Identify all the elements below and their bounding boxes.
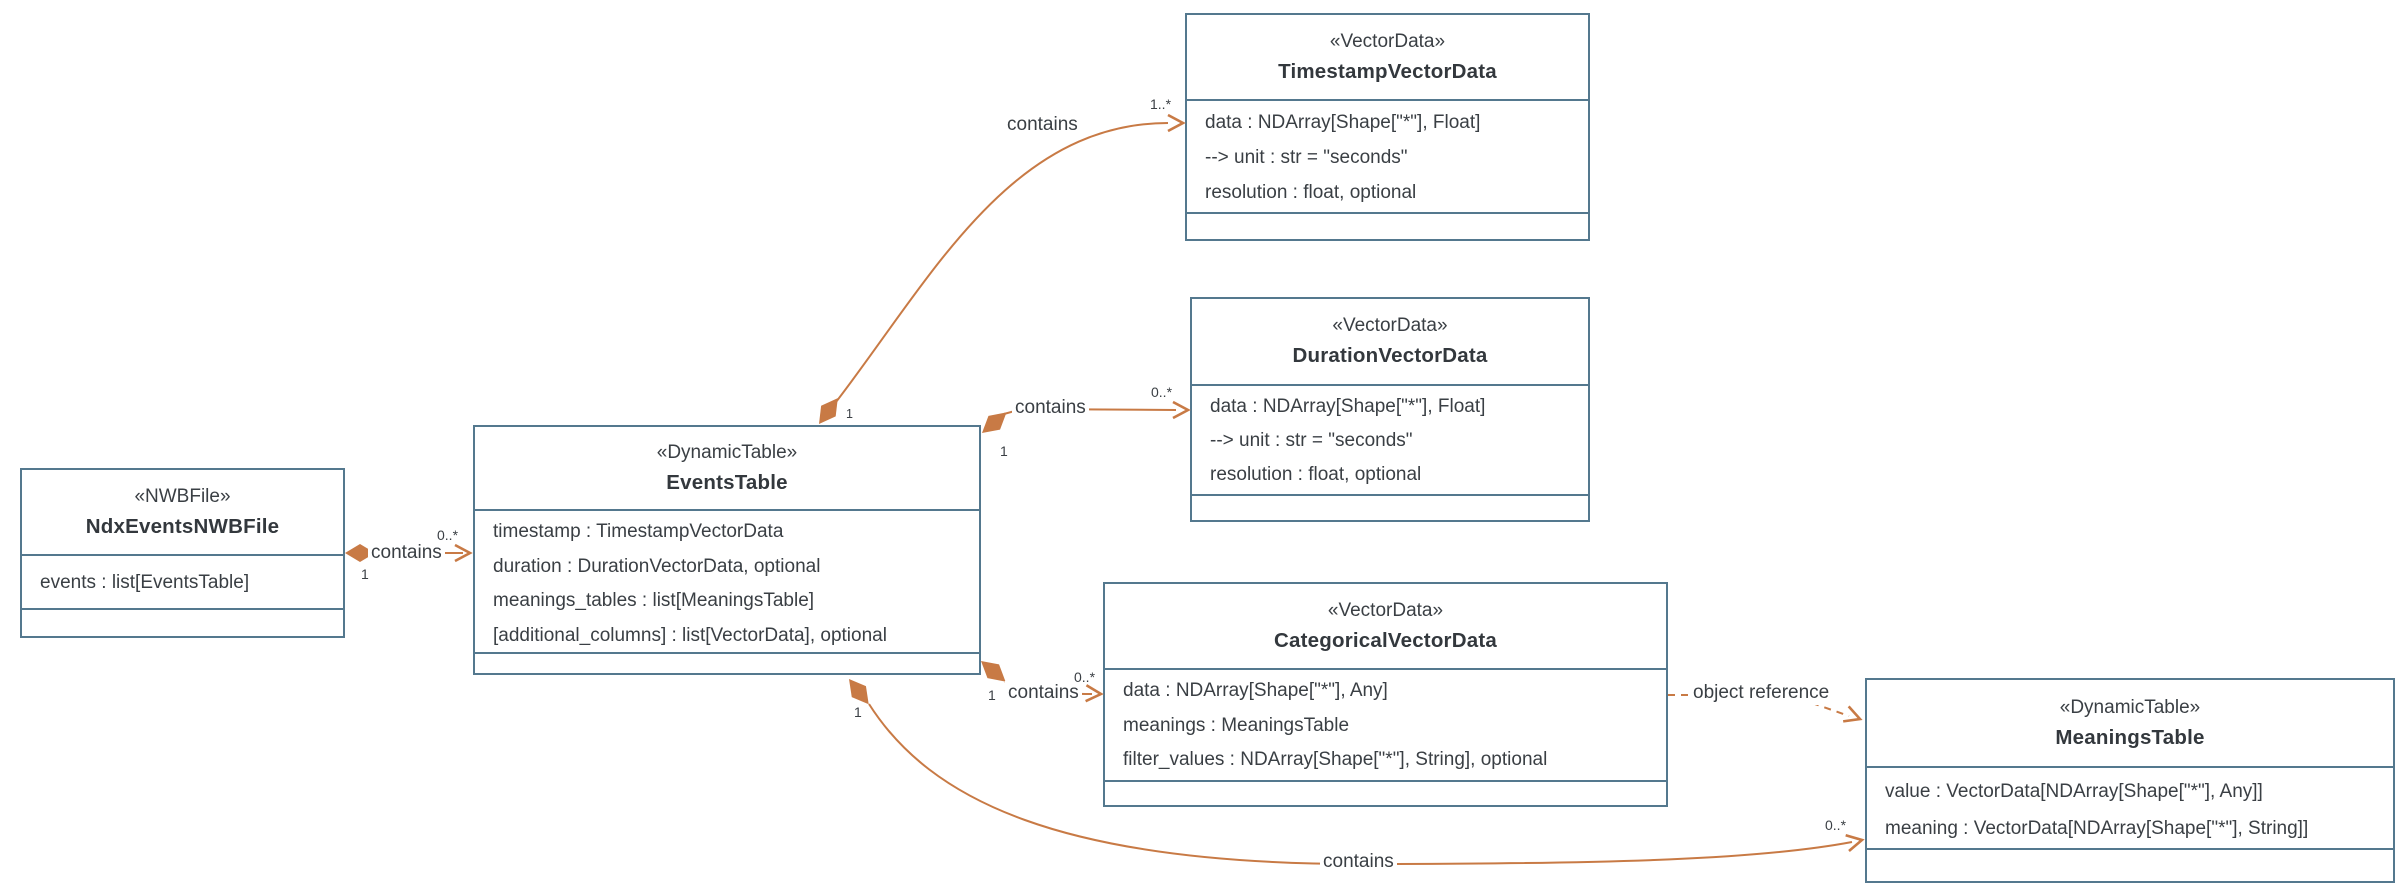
class-timestamp-vector-data: «VectorData» TimestampVectorData data : … <box>1185 13 1590 241</box>
attribute: timestamp : TimestampVectorData <box>493 521 784 542</box>
class-duration-vector-data: «VectorData» DurationVectorData data : N… <box>1190 297 1590 522</box>
arrowhead-icon <box>1172 400 1191 420</box>
attribute: data : NDArray[Shape["*"], Any] <box>1123 680 1388 701</box>
target-multiplicity: 0..* <box>1074 669 1096 685</box>
stereotype: «DynamicTable» <box>2059 696 2201 718</box>
attribute: meanings : MeaningsTable <box>1123 714 1350 736</box>
arrowhead-icon <box>1085 684 1104 703</box>
class-title-compartment: «VectorData» CategoricalVectorData <box>1105 584 1666 670</box>
attribute: --> unit : str = "seconds" <box>1210 430 1413 451</box>
target-multiplicity: 0..* <box>1151 384 1173 400</box>
attribute: duration : DurationVectorData, optional <box>493 555 821 577</box>
edge-label-contains: contains <box>368 541 445 565</box>
source-multiplicity: 1 <box>854 704 862 720</box>
edge-line <box>835 122 1169 403</box>
edge-label-contains: contains <box>1320 850 1397 874</box>
class-categorical-vector-data: «VectorData» CategoricalVectorData data … <box>1103 582 1668 807</box>
class-name: EventsTable <box>666 470 788 494</box>
class-name: MeaningsTable <box>2055 725 2205 749</box>
class-attributes-compartment: events : list[EventsTable] <box>22 556 343 610</box>
source-multiplicity: 1 <box>361 566 369 582</box>
class-events-table: «DynamicTable» EventsTable timestamp : T… <box>473 425 981 675</box>
attribute: [additional_columns] : list[VectorData],… <box>493 624 887 646</box>
class-name: NdxEventsNWBFile <box>85 514 280 538</box>
class-attributes-compartment: data : NDArray[Shape["*"], Any] meanings… <box>1105 670 1666 782</box>
source-multiplicity: 1 <box>1000 443 1008 459</box>
class-empty-compartment <box>1192 496 1588 520</box>
attribute: meanings_tables : list[MeaningsTable] <box>493 590 815 611</box>
class-empty-compartment <box>1867 850 2393 881</box>
source-multiplicity: 1 <box>846 407 853 421</box>
source-multiplicity: 1 <box>988 687 996 703</box>
edge-label-contains: contains <box>1012 396 1089 420</box>
class-name: TimestampVectorData <box>1278 59 1497 83</box>
class-name: DurationVectorData <box>1292 344 1488 367</box>
arrowhead-icon <box>1845 834 1865 852</box>
class-empty-compartment <box>1187 214 1588 239</box>
attribute: --> unit : str = "seconds" <box>1205 147 1408 168</box>
arrowhead-icon <box>1842 705 1863 723</box>
class-meanings-table: «DynamicTable» MeaningsTable value : Vec… <box>1865 678 2395 883</box>
class-empty-compartment <box>475 654 979 673</box>
stereotype: «VectorData» <box>1332 315 1448 336</box>
target-multiplicity: 1..* <box>1150 96 1172 112</box>
attribute: resolution : float, optional <box>1210 464 1422 485</box>
stereotype: «NWBFile» <box>134 485 231 507</box>
edge-label-contains: contains <box>1005 681 1082 705</box>
class-empty-compartment <box>22 610 343 636</box>
class-title-compartment: «NWBFile» NdxEventsNWBFile <box>22 470 343 556</box>
class-attributes-compartment: value : VectorData[NDArray[Shape["*"], A… <box>1867 768 2393 850</box>
attribute: value : VectorData[NDArray[Shape["*"], A… <box>1885 781 2263 802</box>
attribute: resolution : float, optional <box>1205 182 1417 203</box>
edge-events-contains-timestamp <box>819 113 1186 424</box>
class-title-compartment: «VectorData» TimestampVectorData <box>1187 15 1588 101</box>
class-name: CategoricalVectorData <box>1274 628 1497 652</box>
attribute: filter_values : NDArray[Shape["*"], Stri… <box>1123 749 1548 770</box>
class-attributes-compartment: data : NDArray[Shape["*"], Float] --> un… <box>1192 386 1588 496</box>
composition-diamond-icon <box>819 398 838 424</box>
edge-label-contains: contains <box>1004 113 1081 137</box>
class-empty-compartment <box>1105 782 1666 805</box>
arrowhead-icon <box>1167 113 1186 133</box>
attribute: data : NDArray[Shape["*"], Float] <box>1205 112 1481 133</box>
attribute: events : list[EventsTable] <box>40 572 250 593</box>
class-ndx-events-nwb-file: «NWBFile» NdxEventsNWBFile events : list… <box>20 468 345 638</box>
stereotype: «VectorData» <box>1327 599 1444 621</box>
edge-label-object-reference: object reference <box>1690 681 1833 705</box>
attribute: meaning : VectorData[NDArray[Shape["*"],… <box>1885 818 2309 839</box>
target-multiplicity: 0..* <box>437 527 459 543</box>
class-attributes-compartment: timestamp : TimestampVectorData duration… <box>475 511 979 654</box>
composition-diamond-icon <box>982 412 1007 433</box>
class-title-compartment: «VectorData» DurationVectorData <box>1192 299 1588 386</box>
stereotype: «DynamicTable» <box>656 441 798 463</box>
arrowhead-icon <box>454 543 473 563</box>
class-attributes-compartment: data : NDArray[Shape["*"], Float] --> un… <box>1187 101 1588 214</box>
attribute: data : NDArray[Shape["*"], Float] <box>1210 396 1486 417</box>
stereotype: «VectorData» <box>1329 30 1446 52</box>
class-title-compartment: «DynamicTable» MeaningsTable <box>1867 680 2393 768</box>
target-multiplicity: 0..* <box>1825 817 1847 833</box>
class-title-compartment: «DynamicTable» EventsTable <box>475 427 979 511</box>
